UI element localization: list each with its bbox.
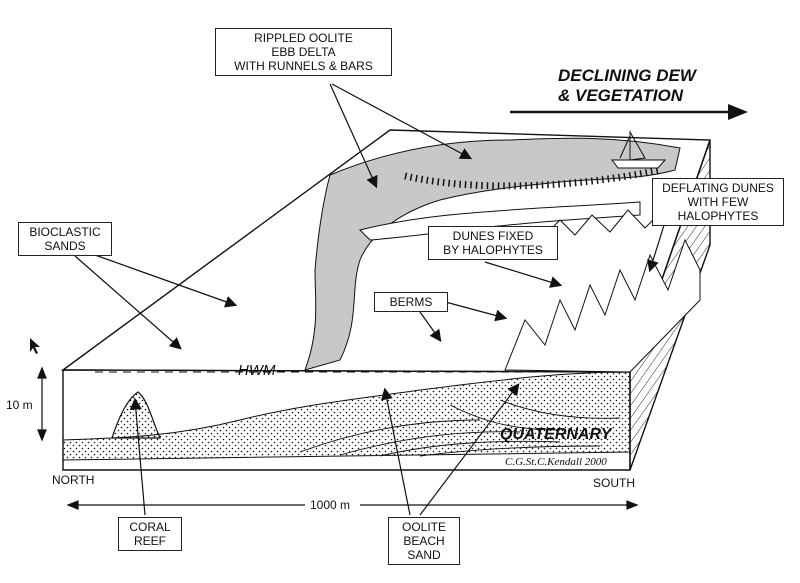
- berms-label: BERMS: [374, 292, 448, 312]
- cursor-arrow-icon: [30, 338, 40, 354]
- coral-reef-line-2: REEF: [133, 534, 166, 548]
- deflating-dunes-label: DEFLATING DUNES WITH FEW HALOPHYTES: [652, 178, 784, 226]
- horizontal-scale-label: 1000 m: [310, 498, 351, 512]
- oolite-beach-line-1: OOLITE: [401, 520, 446, 534]
- ebb-delta-line-2: EBB DELTA: [271, 45, 336, 59]
- vertical-scale-label: 10 m: [6, 398, 33, 412]
- trend-line-2: & VEGETATION: [558, 86, 683, 105]
- deflating-dunes-line-1: DEFLATING DUNES: [662, 181, 774, 195]
- oolite-beach-line-3: SAND: [407, 548, 441, 562]
- quaternary-bedding: [299, 399, 621, 457]
- coral-reef-line-1: CORAL: [129, 520, 171, 534]
- oolite-beach-line-2: BEACH: [403, 534, 445, 548]
- oolite-beach-label: OOLITE BEACH SAND: [388, 517, 460, 565]
- north-label: NORTH: [52, 473, 95, 487]
- horizontal-scale-bar: [66, 500, 639, 510]
- ebb-delta-shading: [304, 137, 681, 371]
- bioclastic-line-1: BIOCLASTIC: [29, 225, 101, 239]
- callout-arrows: [74, 83, 666, 516]
- trend-label: DECLINING DEW & VEGETATION: [558, 66, 696, 106]
- quaternary-label: QUATERNARY: [500, 426, 612, 443]
- coral-reef-label: CORAL REEF: [118, 517, 182, 551]
- sailboat-icon: [611, 130, 667, 169]
- credit-label: C.G.St.C.Kendall 2000: [505, 456, 607, 468]
- dunes-fixed-label: DUNES FIXED BY HALOPHYTES: [428, 226, 558, 260]
- dunes-fixed-line-2: BY HALOPHYTES: [443, 243, 543, 257]
- south-label: SOUTH: [593, 476, 635, 490]
- trend-line-1: DECLINING DEW: [558, 66, 696, 85]
- sand-layer: [62, 371, 631, 461]
- deflating-dunes-line-3: HALOPHYTES: [677, 209, 759, 223]
- ebb-delta-line-1: RIPPLED OOLITE: [254, 31, 353, 45]
- bioclastic-line-2: SANDS: [44, 239, 86, 253]
- ebb-delta-label: RIPPLED OOLITE EBB DELTA WITH RUNNELS & …: [215, 28, 392, 76]
- bar-ridge: [404, 166, 661, 190]
- dunes-fixed-line-1: DUNES FIXED: [452, 229, 534, 243]
- trend-arrow: [510, 104, 748, 120]
- hwm-label: HWM: [238, 362, 276, 379]
- bioclastic-sands-label: BIOCLASTIC SANDS: [18, 222, 112, 256]
- ebb-delta-line-3: WITH RUNNELS & BARS: [234, 59, 373, 73]
- deflating-dunes-line-2: WITH FEW: [687, 195, 749, 209]
- vertical-scale-bar: [37, 366, 47, 442]
